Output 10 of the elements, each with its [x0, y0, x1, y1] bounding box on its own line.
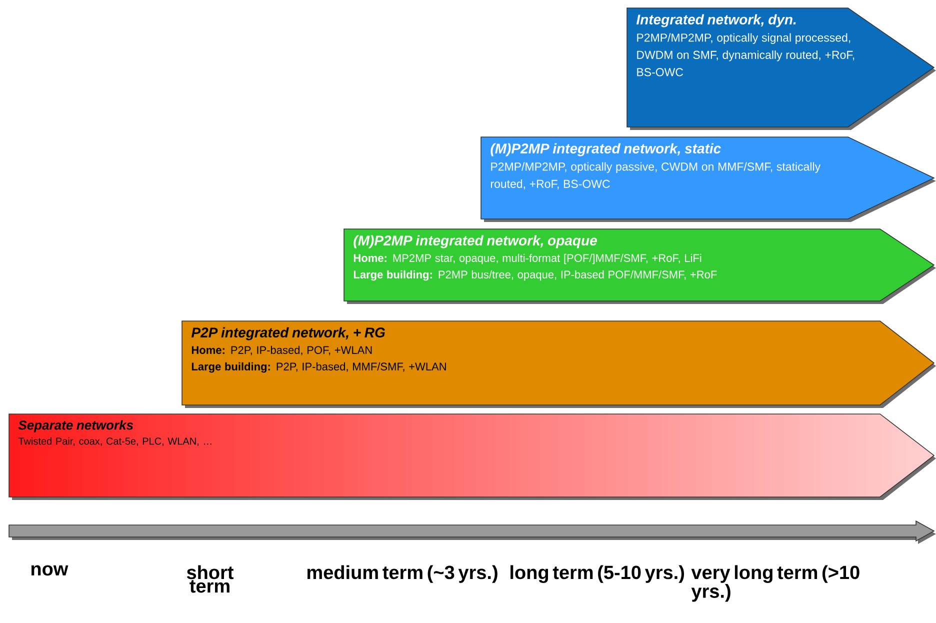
- time-label: now: [31, 565, 68, 576]
- time-label: medium term (~3 yrs.): [307, 565, 498, 583]
- time-label: long term (5-10 yrs.): [510, 565, 684, 583]
- arrow-band: Integrated network, dyn. P2MP/MP2MP, optically signal processed, DWDM on SMF, dynamically routed, +RoF, BS-OWC: [626, 8, 936, 130]
- arrow-band: (M)P2MP integrated network, opaque Home: MP2MP star, opaque, multi-format [POF/]MMF/SMF, +RoF, LiFi Large building: P2MP bus/tree, opaque, IP-based POF/MMF/SMF, +RoF: [344, 228, 936, 304]
- arrow-band: Separate networks Twisted Pair, coax, Cat-5e, PLC, WLAN, …: [8, 414, 936, 500]
- time-label: very long term (>10 yrs.): [691, 565, 860, 602]
- time-label: short term: [186, 565, 234, 593]
- arrow-band: P2P integrated network, + RG Home: P2P, IP-based, POF, +WLAN Large building: P2P, IP-based, MMF/SMF, +WLAN: [182, 320, 936, 408]
- arrow-band: (M)P2MP integrated network, static P2MP/MP2MP, optically passive, CWDM on MMF/SMF, statically routed, +RoF, BS-OWC: [480, 136, 936, 222]
